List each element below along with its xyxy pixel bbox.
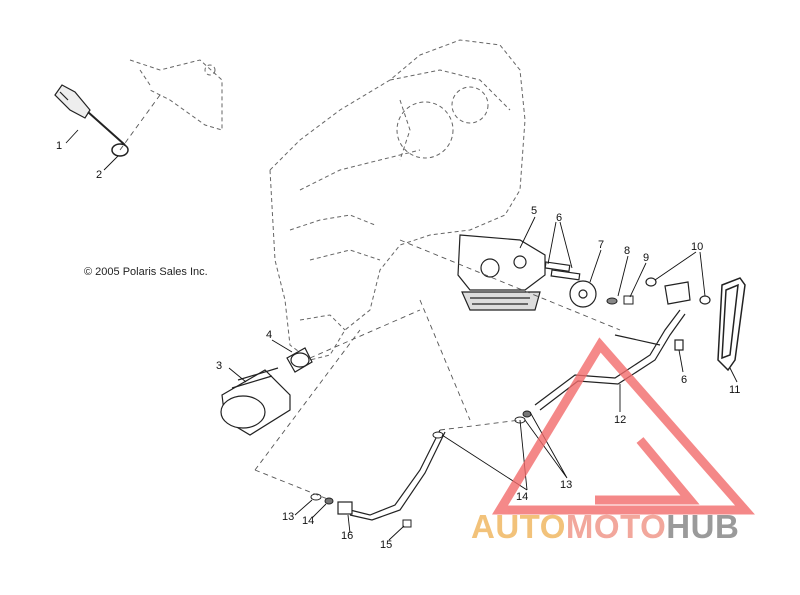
callout-11: 11 (729, 384, 740, 396)
watermark-hub: HUB (666, 508, 740, 545)
callout-15: 15 (380, 539, 392, 551)
oil-pump (457, 234, 546, 311)
callout-16: 16 (341, 530, 353, 542)
callout-4: 4 (266, 329, 272, 341)
engine-fragment (129, 59, 223, 131)
callout-9: 9 (643, 252, 649, 264)
callout-labels: 1 2 3 4 5 6 7 8 9 10 11 12 6 13 14 13 14… (56, 140, 740, 551)
callout-10: 10 (691, 241, 703, 253)
callout-13a: 13 (282, 511, 294, 523)
pump-bolts (544, 261, 581, 281)
callout-7: 7 (598, 239, 604, 251)
filter-fitting (286, 347, 313, 373)
callout-2: 2 (96, 169, 102, 181)
drive-chain (717, 277, 746, 372)
watermark-text: AUTOMOTOHUB (471, 510, 739, 543)
pickup-tube (337, 429, 446, 521)
callout-8: 8 (624, 245, 630, 257)
pipe-connector (645, 277, 711, 305)
callout-6b: 6 (681, 374, 687, 386)
o-ring (111, 143, 129, 157)
washer (606, 297, 618, 305)
oil-filter (220, 367, 291, 436)
leader-lines (65, 129, 738, 541)
callout-1: 1 (56, 140, 62, 152)
watermark-logo (492, 337, 755, 515)
sprocket (569, 280, 597, 308)
watermark-auto: AUTO (471, 508, 566, 545)
dipstick (54, 84, 126, 146)
assembly-guides (119, 94, 621, 501)
sprocket-bolt (623, 295, 634, 305)
callout-14a: 14 (302, 515, 314, 527)
callout-13b: 13 (560, 479, 572, 491)
callout-5: 5 (531, 205, 537, 217)
callout-3: 3 (216, 360, 222, 372)
callout-6a: 6 (556, 212, 562, 224)
copyright-notice: © 2005 Polaris Sales Inc. (84, 266, 208, 278)
engine-crankcase (269, 39, 526, 361)
callout-12: 12 (614, 414, 626, 426)
callout-14b: 14 (516, 491, 528, 503)
watermark-moto: MOTO (565, 508, 667, 545)
